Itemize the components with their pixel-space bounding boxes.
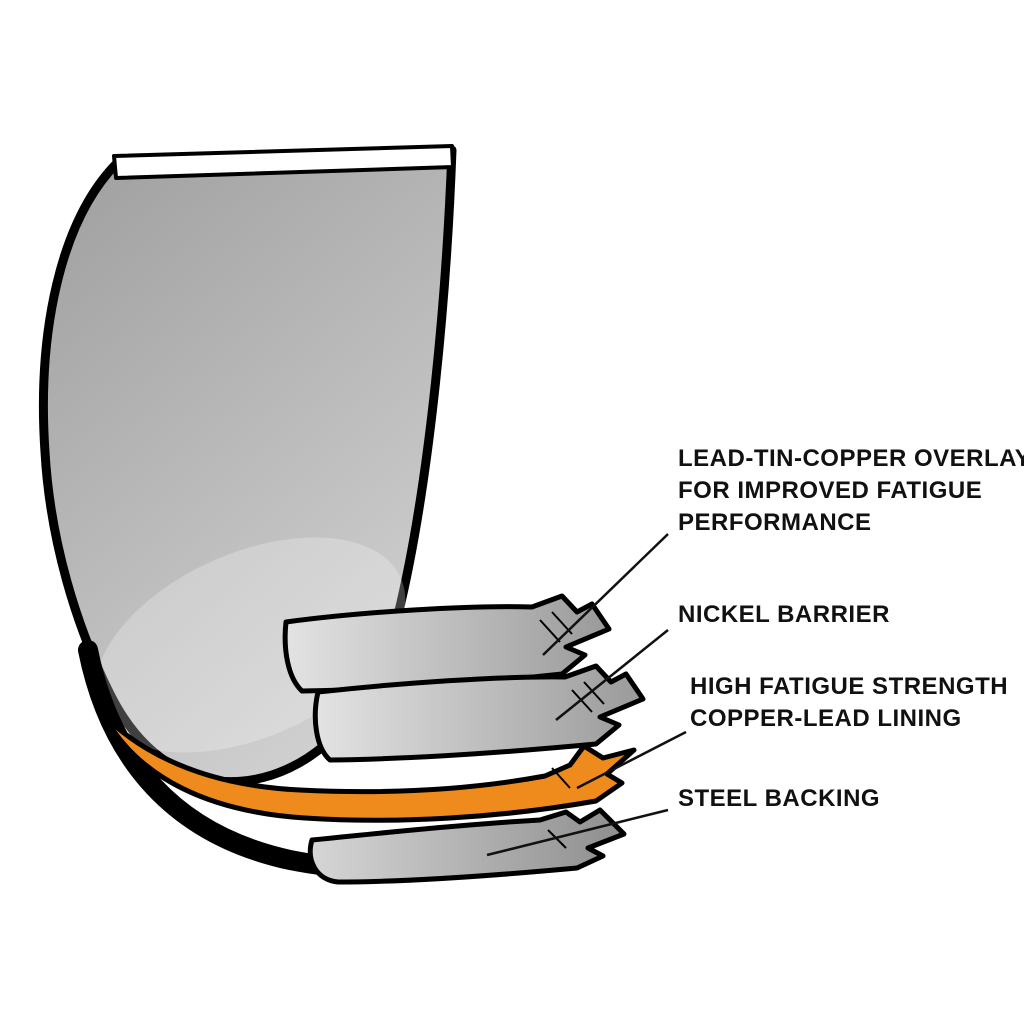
leader-line-overlay <box>542 533 669 656</box>
steel-cut-hatch <box>547 829 567 849</box>
copper-cut-hatch <box>551 767 571 789</box>
label-copper-lead-line-2: COPPER-LEAD LINING <box>690 705 962 732</box>
leader-line-nickel <box>555 629 669 721</box>
label-copper-lead-line-1: HIGH FATIGUE STRENGTH <box>690 673 1008 700</box>
label-nickel-barrier: NICKEL BARRIER <box>678 601 890 628</box>
label-overlay-line-2: FOR IMPROVED FATIGUE <box>678 477 982 504</box>
label-overlay-line-1: LEAD-TIN-COPPER OVERLAY <box>678 445 1024 472</box>
shell-top-edge <box>112 144 455 180</box>
leader-line-steel <box>486 808 669 857</box>
steel-backing-layer <box>307 807 627 885</box>
label-overlay-line-3: PERFORMANCE <box>678 509 872 536</box>
label-steel-backing: STEEL BACKING <box>678 785 880 812</box>
leader-line-copper-lead <box>576 730 687 790</box>
nickel-cut-hatch <box>571 681 605 713</box>
copper-lead-layer <box>101 713 637 823</box>
nickel-barrier-layer <box>312 663 646 763</box>
